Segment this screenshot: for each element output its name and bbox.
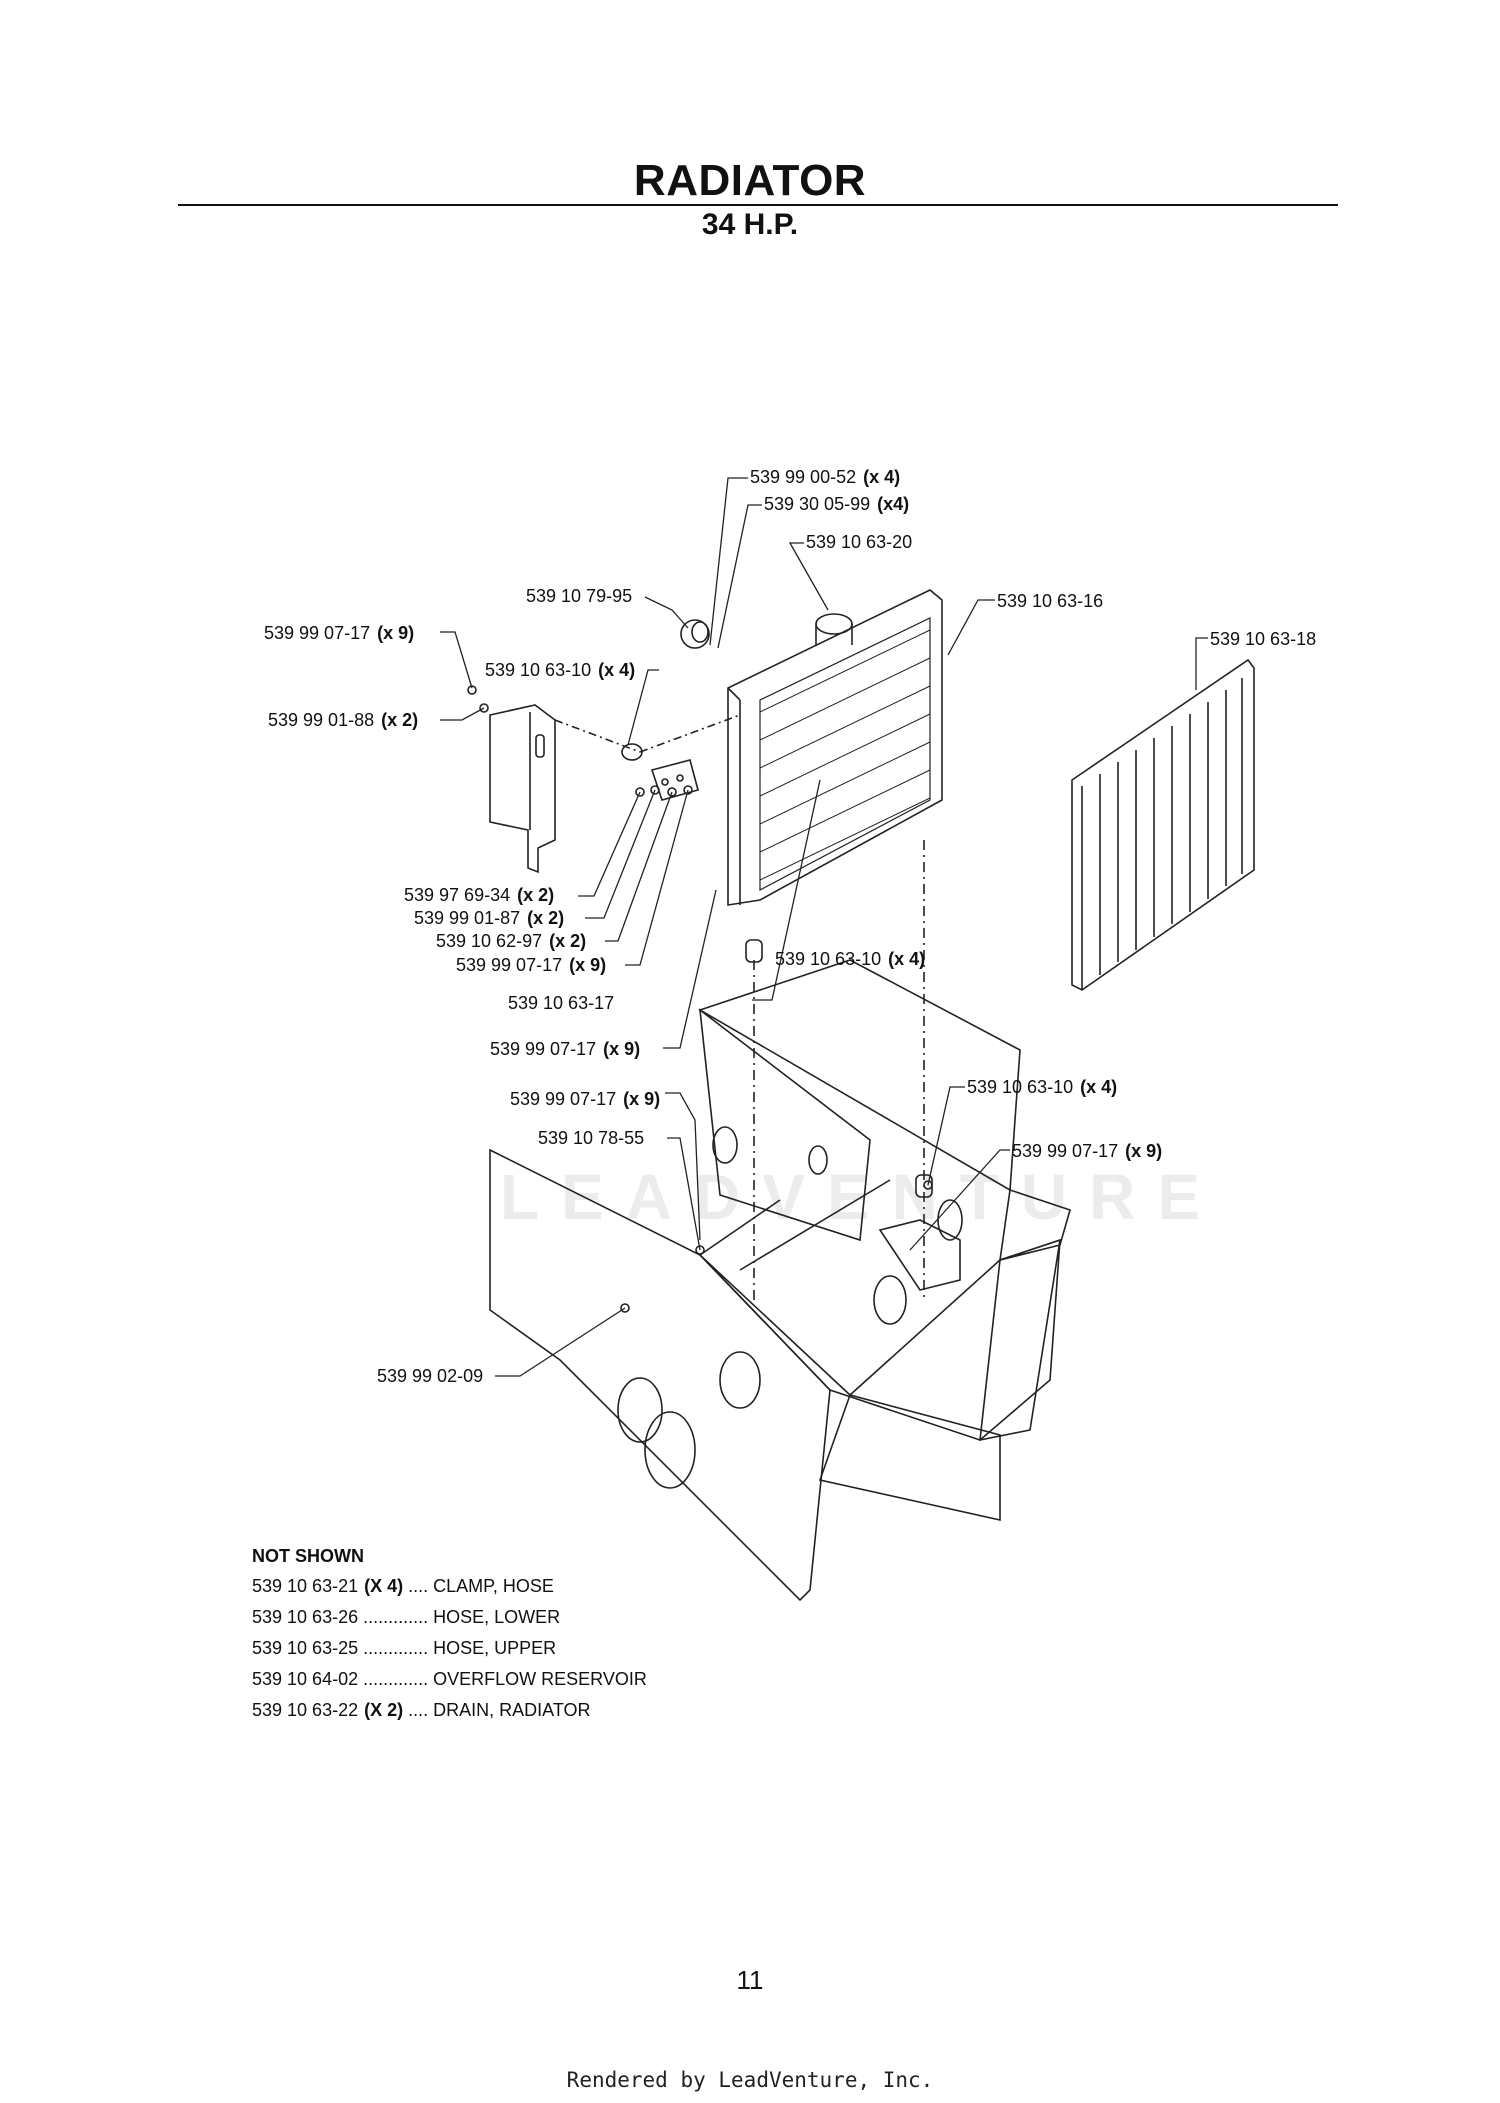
part-callout: 539 99 07-17(x 9) [510, 1089, 661, 1109]
part-callout: 539 10 63-20 [806, 532, 913, 552]
page-number: 11 [736, 1965, 764, 1995]
part-callout: 539 99 01-88(x 2) [268, 710, 419, 730]
part-callout: 539 10 63-17 [508, 993, 615, 1013]
watermark: LEADVENTURE [500, 1161, 1223, 1233]
part-callout: 539 99 01-87(x 2) [414, 908, 565, 928]
part-callout: 539 10 63-18 [1210, 629, 1317, 649]
part-callout: 539 10 63-10(x 4) [485, 660, 636, 680]
radiator-cap [680, 613, 853, 649]
list-item: 539 10 64-02 ............. OVERFLOW RESE… [252, 1669, 647, 1689]
clamp-bracket [621, 714, 741, 801]
part-callout: 539 99 00-52(x 4) [750, 467, 901, 487]
title-rule [178, 204, 1338, 206]
part-callout: 539 10 62-97(x 2) [436, 931, 587, 951]
not-shown-heading: NOT SHOWN [252, 1546, 364, 1566]
part-callout: 539 99 07-17(x 9) [264, 623, 415, 643]
list-item: 539 10 63-25 ............. HOSE, UPPER [252, 1638, 557, 1658]
part-callout: 539 30 05-99(x4) [764, 494, 910, 514]
mounting-bracket [467, 685, 641, 874]
part-callout: 539 99 07-17(x 9) [1012, 1141, 1163, 1161]
part-callout: 539 10 63-10(x 4) [967, 1077, 1118, 1097]
footer-credit: Rendered by LeadVenture, Inc. [566, 2068, 934, 2092]
list-item: 539 10 63-22(X 2) .... DRAIN, RADIATOR [252, 1700, 591, 1720]
part-callout: 539 10 79-95 [526, 586, 633, 606]
radiator-core [727, 589, 943, 906]
tractor-frame [489, 959, 1071, 1602]
part-callout: 539 10 63-10(x 4) [775, 949, 926, 969]
part-callout: 539 99 07-17(x 9) [490, 1039, 641, 1059]
not-shown-list: NOT SHOWN 539 10 63-21(X 4) .... CLAMP, … [252, 1546, 647, 1731]
leader-lines [440, 477, 1208, 1377]
part-callout: 539 99 07-17(x 9) [456, 955, 607, 975]
list-item: 539 10 63-26 ............. HOSE, LOWER [252, 1607, 561, 1627]
list-item: 539 10 63-21(X 4) .... CLAMP, HOSE [252, 1576, 554, 1596]
part-callout: 539 10 63-16 [997, 591, 1104, 611]
page-title: RADIATOR [633, 156, 867, 205]
part-callout: 539 99 02-09 [377, 1366, 484, 1386]
radiator-mounts [745, 840, 933, 1300]
radiator-screen [1071, 658, 1255, 991]
part-callout: 539 97 69-34(x 2) [404, 885, 555, 905]
page-subtitle: 34 H.P. [701, 208, 799, 241]
part-callout: 539 10 78-55 [538, 1128, 645, 1148]
